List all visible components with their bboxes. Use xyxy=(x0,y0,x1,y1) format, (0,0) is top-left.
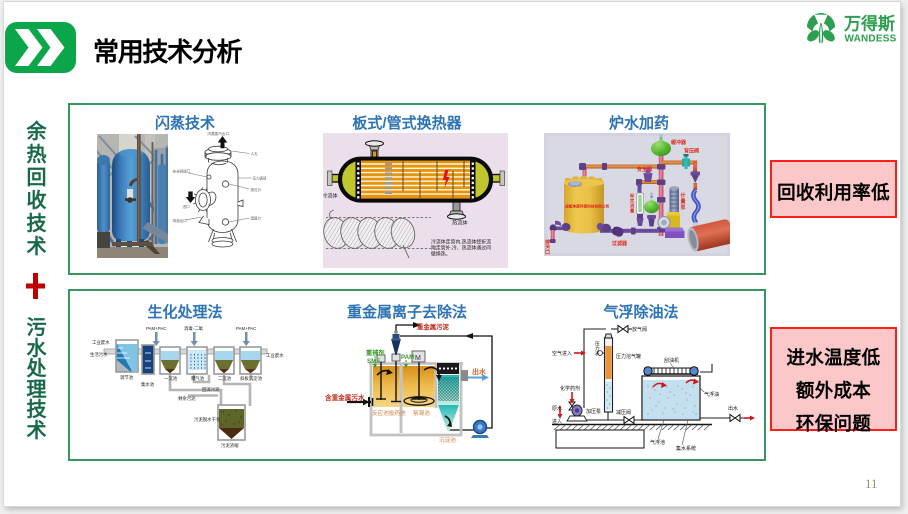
svg-text:出水: 出水 xyxy=(728,405,738,412)
svg-text:人孔: 人孔 xyxy=(251,151,259,156)
svg-text:热流体: 热流体 xyxy=(452,219,468,227)
svg-text:WANDESS: WANDESS xyxy=(845,34,897,45)
svg-text:进口: 进口 xyxy=(183,204,191,209)
svg-text:SMF: SMF xyxy=(367,358,380,365)
svg-text:PAM+PAC: PAM+PAC xyxy=(236,326,256,331)
svg-text:污: 污 xyxy=(545,244,550,251)
svg-text:重金属污泥: 重金属污泥 xyxy=(417,322,450,331)
svg-text:M: M xyxy=(415,355,421,362)
svg-text:减压阀: 减压阀 xyxy=(616,409,631,416)
svg-text:污泥脱水干化: 污泥脱水干化 xyxy=(194,416,221,423)
svg-text:定: 定 xyxy=(629,197,635,204)
svg-text:出水: 出水 xyxy=(472,367,487,376)
svg-text:压: 压 xyxy=(595,341,600,347)
svg-text:温度计: 温度计 xyxy=(251,216,262,221)
svg-text:工业废水: 工业废水 xyxy=(92,339,110,346)
svg-text:调节池: 调节池 xyxy=(120,374,134,381)
svg-text:原水: 原水 xyxy=(552,405,562,412)
svg-text:隔走管外,冷、热流体通过间: 隔走管外,冷、热流体通过间 xyxy=(431,245,491,252)
svg-text:一沉池: 一沉池 xyxy=(164,375,178,382)
svg-text:成都净源环保科技有限公司: 成都净源环保科技有限公司 xyxy=(565,204,610,209)
svg-text:万得斯: 万得斯 xyxy=(843,14,895,34)
svg-text:排: 排 xyxy=(545,239,550,246)
svg-text:力: 力 xyxy=(595,345,600,352)
svg-text:刮油机: 刮油机 xyxy=(664,357,679,364)
svg-text:曝气池: 曝气池 xyxy=(191,375,205,381)
svg-text:闪蒸蒸汽出口: 闪蒸蒸汽出口 xyxy=(208,132,230,136)
svg-text:消毒-二氧: 消毒-二氧 xyxy=(184,325,204,332)
svg-text:气浮池: 气浮池 xyxy=(650,439,665,446)
svg-text:量: 量 xyxy=(681,198,686,205)
svg-text:化学药剂: 化学药剂 xyxy=(560,385,580,392)
svg-text:泵: 泵 xyxy=(681,204,687,211)
svg-text:进入: 进入 xyxy=(552,418,562,425)
svg-text:安全阀: 安全阀 xyxy=(637,166,652,173)
svg-text:口: 口 xyxy=(545,250,550,256)
svg-text:缓冲器: 缓冲器 xyxy=(671,139,687,146)
svg-text:冷流体: 冷流体 xyxy=(323,192,338,200)
svg-text:剩余污泥: 剩余污泥 xyxy=(178,395,196,402)
svg-text:流: 流 xyxy=(630,202,635,209)
svg-text:絮凝池: 絮凝池 xyxy=(413,409,430,417)
svg-text:空气进入: 空气进入 xyxy=(552,350,572,357)
svg-text:PAM+PAC: PAM+PAC xyxy=(146,326,166,331)
svg-text:加压泵: 加压泵 xyxy=(586,408,601,415)
svg-text:压力表接口: 压力表接口 xyxy=(253,176,267,181)
svg-text:生活污水: 生活污水 xyxy=(90,351,108,358)
svg-text:二沉池: 二沉池 xyxy=(218,375,232,382)
svg-text:气浮油: 气浮油 xyxy=(704,391,719,398)
svg-text:过滤器: 过滤器 xyxy=(612,240,628,247)
svg-text:背压阀: 背压阀 xyxy=(684,148,699,155)
svg-text:表: 表 xyxy=(595,350,600,357)
svg-text:计: 计 xyxy=(681,192,686,199)
svg-text:集水系统: 集水系统 xyxy=(676,445,696,452)
svg-text:标: 标 xyxy=(629,192,635,199)
svg-text:集水池: 集水池 xyxy=(141,381,155,388)
svg-text:压力溶气罐: 压力溶气罐 xyxy=(616,353,641,360)
svg-text:量: 量 xyxy=(630,207,635,214)
svg-text:冷流体走管内,热流体经折流: 冷流体走管内,热流体经折流 xyxy=(431,239,491,246)
svg-text:液位计: 液位计 xyxy=(251,187,262,192)
svg-text:斜板沉淀池: 斜板沉淀池 xyxy=(240,375,263,382)
svg-text:放气阀: 放气阀 xyxy=(632,326,647,333)
svg-text:重捕剂: 重捕剂 xyxy=(366,349,385,357)
svg-text:安全阀接口: 安全阀接口 xyxy=(173,169,191,174)
svg-text:回流污泥: 回流污泥 xyxy=(202,386,220,393)
svg-text:污泥浓缩: 污泥浓缩 xyxy=(221,442,239,449)
svg-text:工业废水: 工业废水 xyxy=(266,352,284,359)
svg-text:沉淀池: 沉淀池 xyxy=(439,436,456,444)
svg-text:PAM: PAM xyxy=(401,354,414,361)
svg-text:反应池投药池: 反应池投药池 xyxy=(372,409,406,417)
svg-text:含重金属污水: 含重金属污水 xyxy=(325,393,365,402)
svg-text:壁换热。: 壁换热。 xyxy=(431,251,451,258)
svg-text:排液出口: 排液出口 xyxy=(173,218,188,223)
